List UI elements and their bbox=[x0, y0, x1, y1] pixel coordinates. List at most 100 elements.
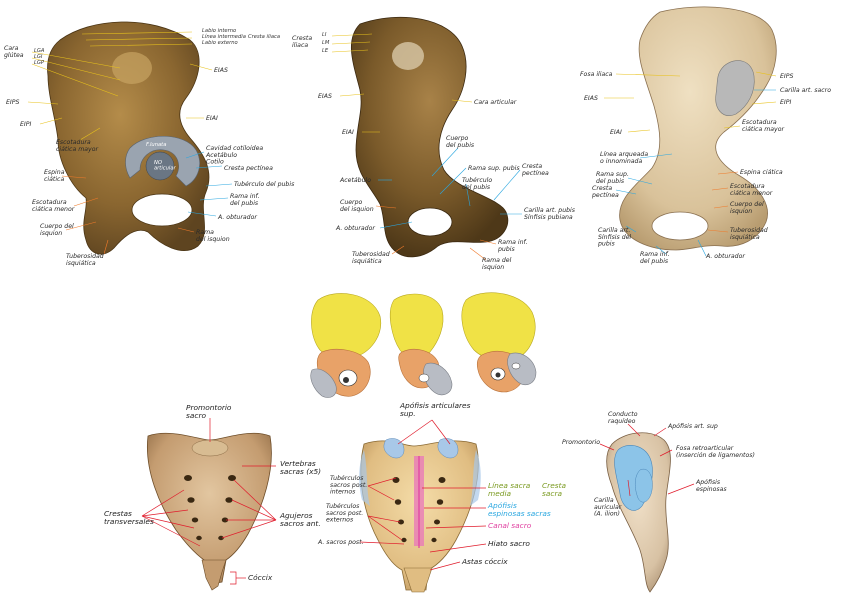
articular-process-right bbox=[437, 438, 459, 459]
label-carilla-sacro: Carilla art. sacro bbox=[780, 86, 831, 94]
colored-hip-3 bbox=[461, 292, 537, 393]
label-fosa-iliaca: Fosa iliaca bbox=[580, 71, 613, 78]
panel-hip-medial-light: Fosa iliaca EIPS EIAS Carilla art. sacro… bbox=[580, 6, 831, 265]
auricular-edge-left bbox=[359, 450, 370, 506]
panel7-leader-lines bbox=[599, 423, 695, 497]
auricular-surface-gray bbox=[715, 60, 755, 116]
panel1-leader-lines bbox=[27, 31, 233, 255]
coccyx-posterior bbox=[403, 567, 433, 593]
label-rama-inf-pubis: Rama inf.del pubis bbox=[230, 193, 260, 207]
label-lga: LGA bbox=[34, 48, 45, 54]
label-eias-2: EIAS bbox=[318, 93, 332, 100]
label-a-sacros-post: A. sacros post. bbox=[317, 538, 364, 546]
acetabulum-lunate bbox=[125, 135, 200, 187]
auricular-surface-highlight bbox=[392, 42, 424, 70]
label-cresta-iliaca: Cresta iliaca bbox=[248, 34, 280, 40]
label-eias: EIAS bbox=[214, 67, 228, 74]
label-lgi: LGI bbox=[34, 54, 43, 60]
label-eiai-3: EIAI bbox=[610, 129, 622, 136]
label-acetabulo: Acetábulo bbox=[339, 176, 371, 184]
ilium-yellow-1 bbox=[311, 293, 382, 360]
label-rama-sup-pubis: Rama sup. pubis bbox=[468, 165, 520, 172]
label-lgp: LGP bbox=[34, 60, 45, 66]
panel-colored-hip-bones bbox=[310, 292, 537, 398]
label-labio-externo: Labio externo bbox=[202, 40, 238, 46]
ischium-gray-1 bbox=[310, 368, 337, 398]
label-facies-lunata: F.lunata bbox=[146, 142, 166, 148]
label-a-obturador-3: A. obturador bbox=[705, 252, 745, 260]
label-coccix: Cóccix bbox=[248, 573, 273, 582]
panel6-leader-lines bbox=[359, 419, 487, 571]
label-rama-sup-pubis-3: Rama sup.del pubis bbox=[596, 171, 629, 185]
sacral-foramina-anterior bbox=[184, 475, 236, 541]
panel3-leader-lines bbox=[604, 71, 777, 257]
auricular-edge-right bbox=[470, 450, 481, 506]
label-rama-inf-pubis-2: Rama inf.pubis bbox=[497, 239, 528, 253]
label-eipi-3: EIPI bbox=[780, 99, 791, 106]
label-cara-articular: Cara articular bbox=[474, 98, 517, 106]
label-linea-intermedia: Línea intermedia bbox=[202, 33, 246, 40]
obturator-foramen bbox=[131, 193, 193, 227]
label-espina-ciatica-3: Espina ciática bbox=[740, 168, 783, 176]
label-rama-inf-pubis-3: Rama inf.del pubis bbox=[640, 251, 670, 265]
label-tuberculo-pubis: Tubérculo del pubis bbox=[234, 180, 295, 188]
colored-hip-2 bbox=[389, 293, 453, 396]
panel5-leader-lines bbox=[141, 418, 277, 585]
obturator-foramen-medial bbox=[407, 207, 453, 237]
label-hiato-sacro: Hiato sacro bbox=[488, 539, 530, 548]
acetabulum-fossa bbox=[145, 151, 175, 181]
label-fosa-retroarticular: Fosa retroarticular(inserción de ligamen… bbox=[676, 444, 755, 459]
label-labio-interno: Labio interno bbox=[202, 28, 236, 34]
colored-hip-1 bbox=[310, 293, 382, 398]
label-canal-sacro: Canal sacro bbox=[488, 521, 532, 530]
coccyx-shape bbox=[201, 559, 227, 591]
sacral-promontory bbox=[191, 439, 229, 457]
label-le: LE bbox=[322, 48, 329, 54]
label-eias-3: EIAS bbox=[584, 95, 598, 102]
label-astas-coccix: Astas cóccix bbox=[461, 557, 508, 566]
label-eiai: EIAI bbox=[206, 115, 218, 122]
label-cresta-pectinea: Cresta pectínea bbox=[224, 164, 273, 172]
label-eips: EIPS bbox=[6, 99, 19, 106]
gluteal-highlight bbox=[112, 52, 152, 84]
label-a-obturador: A. obturador bbox=[217, 213, 257, 221]
label-promontorio-lateral: Promontorio bbox=[562, 438, 600, 446]
ilium-yellow-2 bbox=[389, 293, 444, 359]
label-eips-3: EIPS bbox=[780, 73, 793, 80]
